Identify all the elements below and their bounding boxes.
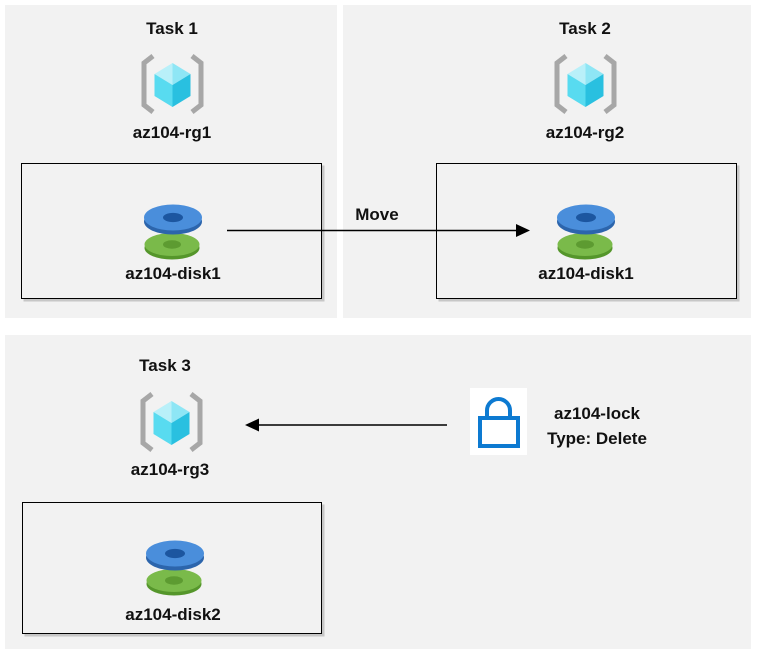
task3-panel: Task 3 az104-rg3 az104-disk2 bbox=[5, 335, 751, 649]
resource-group-name: az104-rg2 bbox=[545, 123, 625, 142]
disk-icon bbox=[145, 538, 205, 596]
task1-panel: Task 1 az104-rg1 az104-disk1 bbox=[5, 5, 337, 318]
lock-name: az104-lock bbox=[553, 404, 640, 423]
disk-name: az104-disk2 bbox=[125, 605, 221, 624]
lock-type: Type: Delete bbox=[547, 429, 647, 448]
disk-icon bbox=[556, 202, 616, 260]
task2-panel: Task 2 az104-rg2 az104-disk1 bbox=[343, 5, 751, 318]
disk-icon bbox=[143, 202, 203, 260]
resource-group-name: az104-rg1 bbox=[132, 123, 212, 142]
disk-box: az104-disk1 bbox=[21, 163, 322, 299]
lock-icon bbox=[470, 388, 527, 455]
move-arrow-label: Move bbox=[355, 205, 399, 224]
resource-group-icon bbox=[140, 391, 203, 453]
task2-title: Task 2 bbox=[559, 19, 611, 38]
resource-group-icon bbox=[554, 53, 617, 115]
resource-group-name: az104-rg3 bbox=[130, 460, 210, 479]
task3-title: Task 3 bbox=[139, 356, 191, 375]
disk-name: az104-disk1 bbox=[125, 264, 221, 283]
lock-label: az104-lock Type: Delete bbox=[547, 401, 647, 451]
resource-group-icon bbox=[141, 53, 204, 115]
task1-title: Task 1 bbox=[146, 19, 198, 38]
disk-box: az104-disk2 bbox=[22, 502, 322, 634]
disk-box: az104-disk1 bbox=[436, 163, 737, 299]
disk-name: az104-disk1 bbox=[538, 264, 634, 283]
